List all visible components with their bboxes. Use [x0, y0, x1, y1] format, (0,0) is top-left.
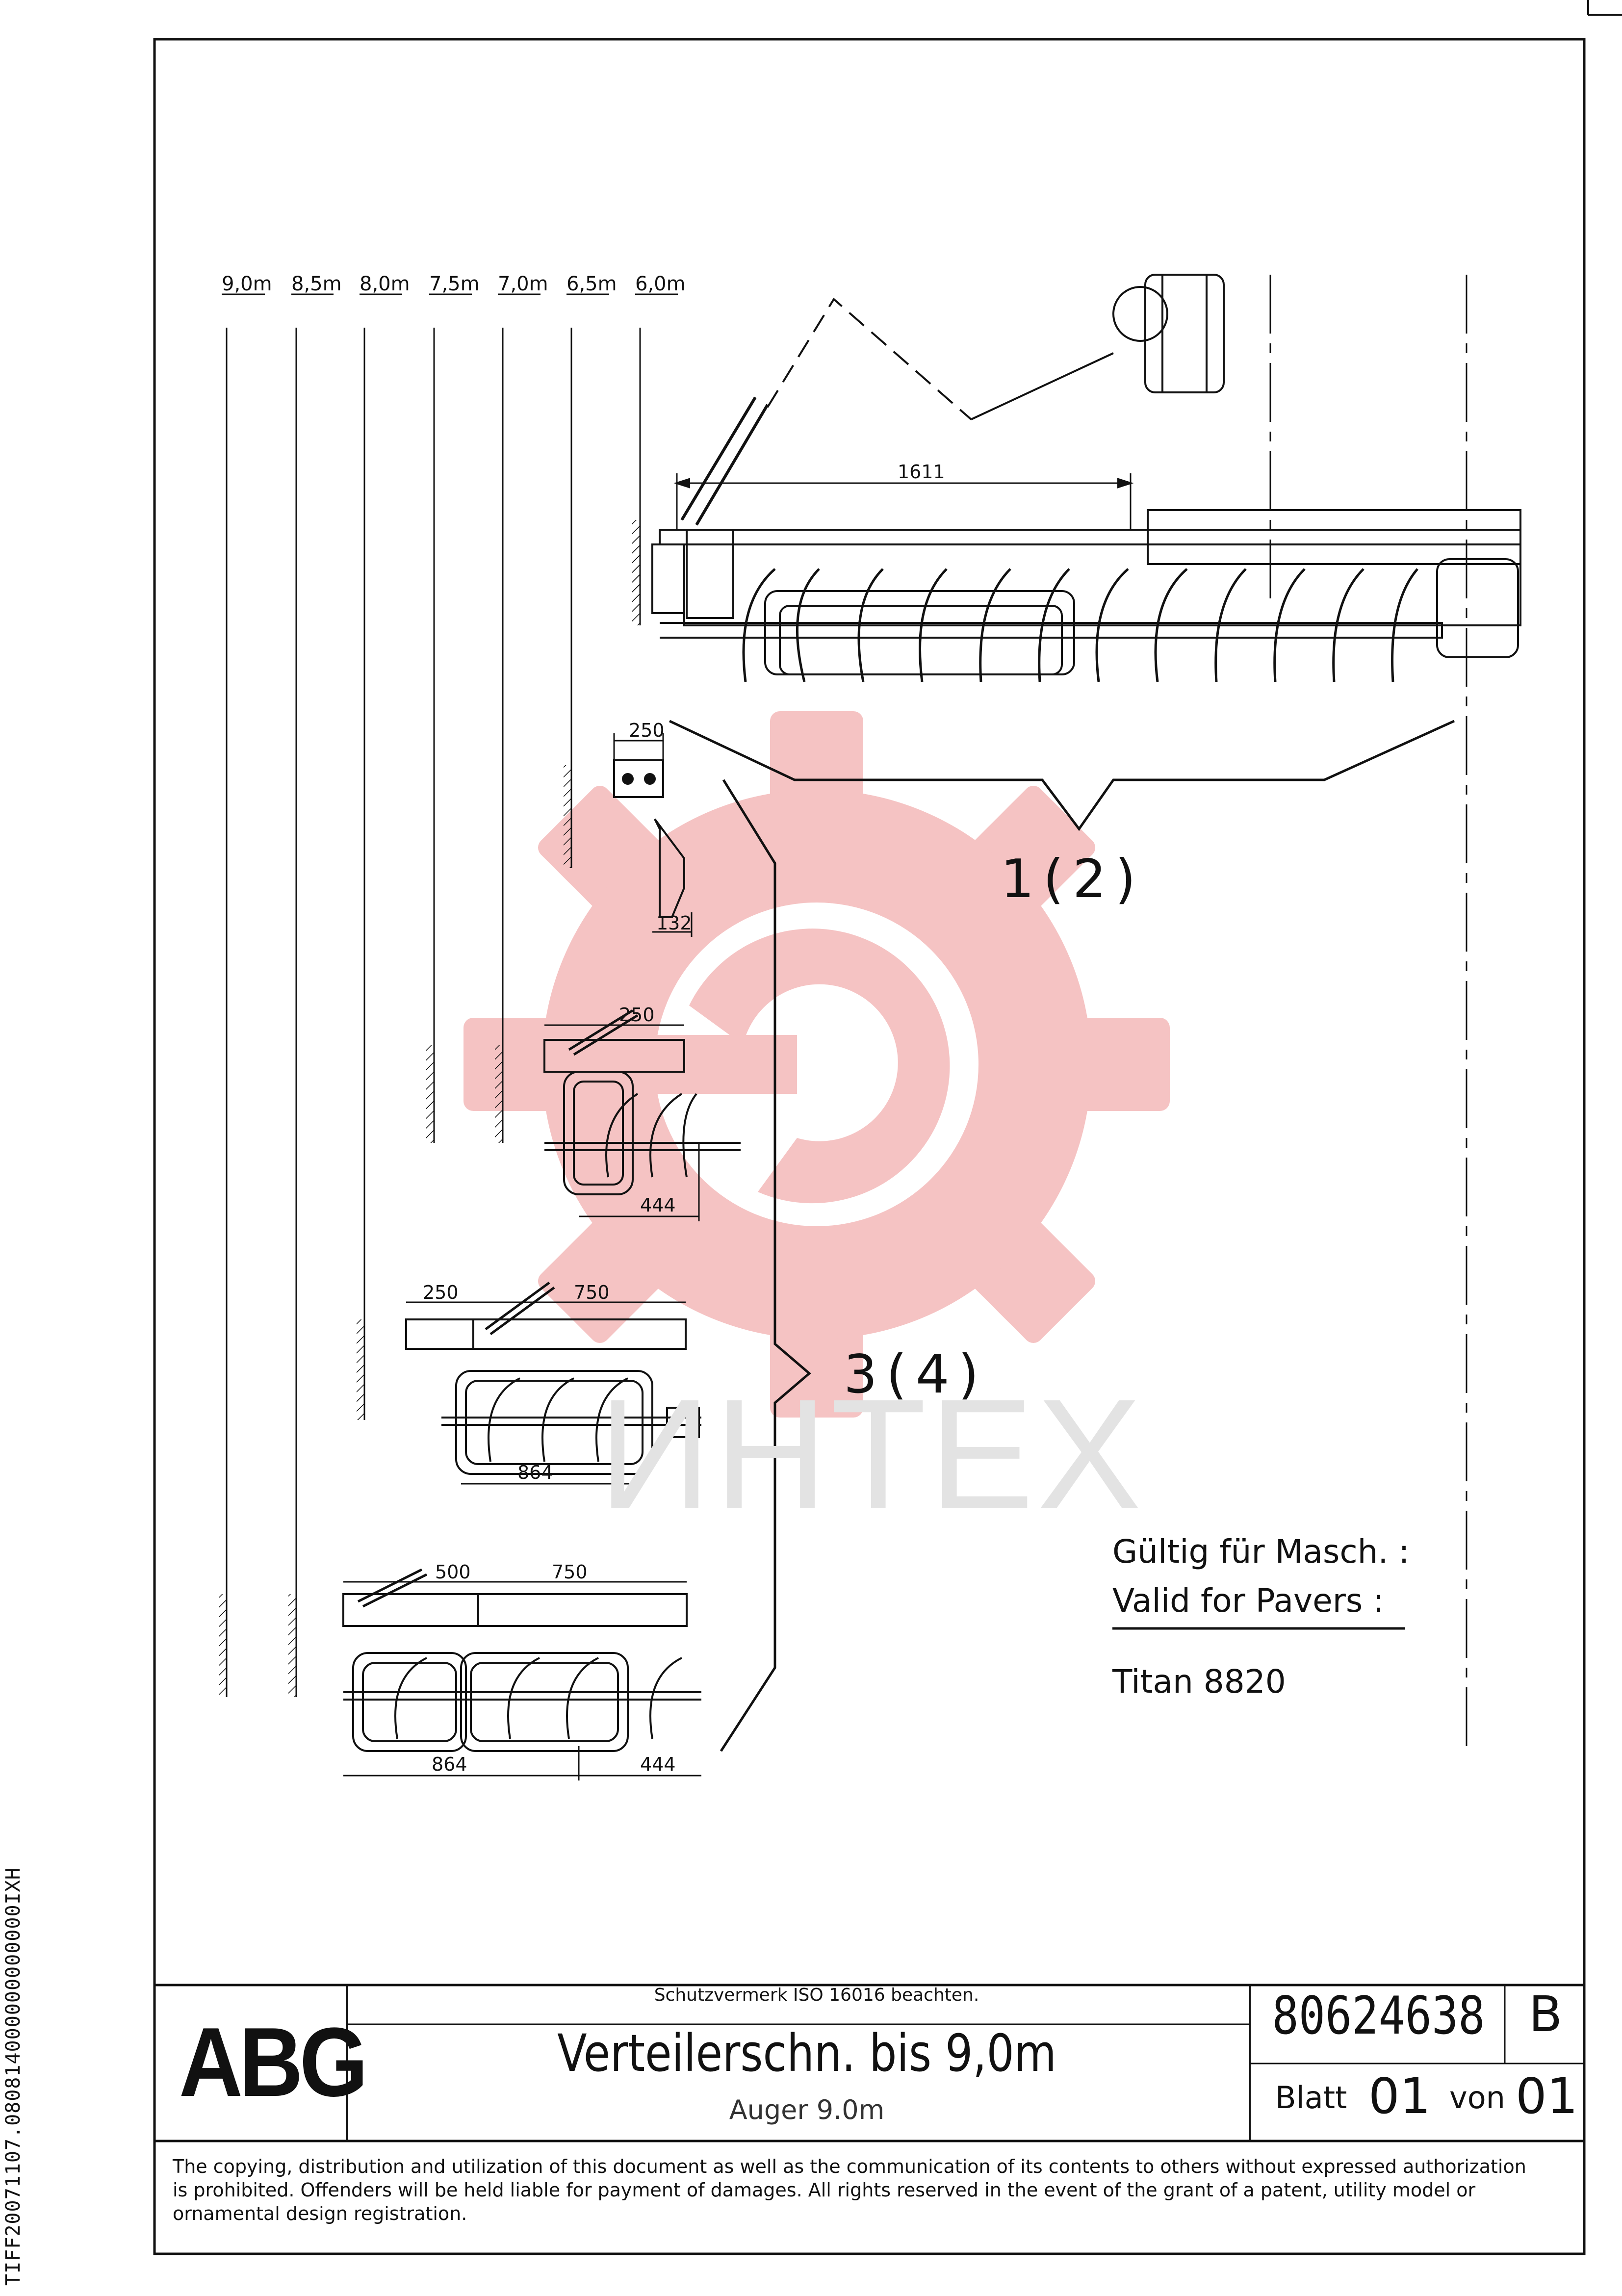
validity-machine: Titan 8820 [1112, 1663, 1286, 1701]
width-mark-6-5: 6,5m [566, 273, 617, 295]
main-auger-assembly [651, 274, 1521, 831]
sheet-total: 01 [1516, 2067, 1578, 2125]
dim-444-a: 444 [640, 1194, 676, 1216]
side-file-code: TIFF20071107.080814000000000000IXH [2, 1867, 25, 2286]
protection-notice: Schutzvermerk ISO 16016 beachten. [654, 1985, 979, 2005]
dim-864-b: 864 [432, 1754, 467, 1775]
copyright-line: is prohibited. Offenders will be held li… [173, 2179, 1476, 2201]
drawing-subtitle: Auger 9.0m [729, 2094, 885, 2125]
wall-hatch-main [633, 525, 641, 613]
watermark-gear [463, 711, 1170, 1418]
group-brace [720, 779, 811, 1752]
width-mark-7-5: 7,5m [429, 273, 480, 295]
copyright-notice: The copying, distribution and utilizatio… [173, 2155, 1571, 2225]
company-logo: ABG [179, 2008, 368, 2117]
dim-500: 500 [435, 1561, 471, 1583]
extension-250-444 [543, 1009, 741, 1221]
validity-line-en: Valid for Pavers : [1112, 1582, 1384, 1620]
drawing-title: Verteilerschn. bis 9,0m [557, 2023, 1056, 2083]
copyright-line: ornamental design registration. [173, 2203, 467, 2224]
extension-500-750-864-444 [342, 1568, 701, 1780]
extension-250-750-864 [405, 1281, 701, 1485]
corner-mark [1587, 0, 1622, 16]
width-mark-8-5: 8,5m [291, 273, 342, 295]
width-mark-9-0: 9,0m [222, 273, 272, 295]
dim-750-b: 750 [552, 1561, 588, 1583]
dimension-labels: 1611 250 132 250 444 250 750 864 500 750… [423, 461, 945, 1775]
sheet-number: 01 [1368, 2067, 1431, 2125]
revision-letter: B [1528, 1986, 1563, 2043]
dim-444-b: 444 [640, 1754, 676, 1775]
extension-250-small [613, 733, 693, 937]
validity-line-de: Gültig für Masch. : [1112, 1533, 1410, 1571]
dim-132: 132 [656, 912, 692, 934]
dim-250-b: 250 [619, 1004, 655, 1026]
dim-864-a: 864 [517, 1462, 553, 1483]
copyright-line: The copying, distribution and utilizatio… [173, 2156, 1526, 2177]
width-mark-6-0: 6,0m [635, 273, 686, 295]
width-mark-labels: 9,0m 8,5m 8,0m 7,5m 7,0m 6,5m 6,0m [222, 273, 686, 295]
sheet-frame [153, 38, 1586, 2255]
dim-250-small: 250 [629, 720, 665, 741]
width-mark-8-0: 8,0m [360, 273, 410, 295]
of-label: von [1449, 2080, 1505, 2115]
watermark-text: ИНТЕХ [598, 1366, 1145, 1542]
dim-750-a: 750 [574, 1282, 610, 1303]
dim-1611: 1611 [898, 461, 945, 483]
callout-group-1: 1(2) [1001, 849, 1145, 910]
width-mark-7-0: 7,0m [498, 273, 548, 295]
centerline [1269, 275, 1468, 1746]
callout-group-2: 3(4) [844, 1344, 988, 1405]
dim-250-c: 250 [423, 1282, 459, 1303]
document-number: 80624638 [1272, 1986, 1485, 2046]
sheet-label: Blatt [1275, 2080, 1347, 2115]
